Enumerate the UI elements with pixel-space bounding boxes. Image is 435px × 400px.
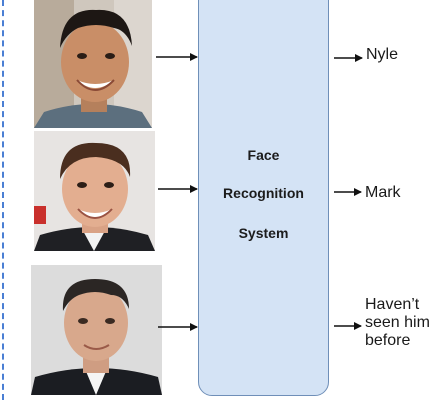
face-photo-1 xyxy=(34,0,152,128)
system-label-line-3: System xyxy=(238,225,289,241)
output-label-1: Nyle xyxy=(366,46,399,63)
output-label-2: Mark xyxy=(365,184,401,201)
face-recognition-system-box xyxy=(198,0,329,396)
dashed-boundary-line xyxy=(2,0,4,400)
output-label-3-line-1: Haven’t xyxy=(365,296,420,313)
system-label-line-2: Recognition xyxy=(223,185,304,201)
output-label-3-line-3: before xyxy=(365,332,411,349)
face-photo-2 xyxy=(34,131,155,251)
output-label-3-line-2: seen him xyxy=(365,314,430,331)
face-photo-3 xyxy=(31,265,162,395)
output-label-3: Haven’t seen him before xyxy=(365,296,435,350)
system-label-line-1: Face xyxy=(247,147,280,163)
